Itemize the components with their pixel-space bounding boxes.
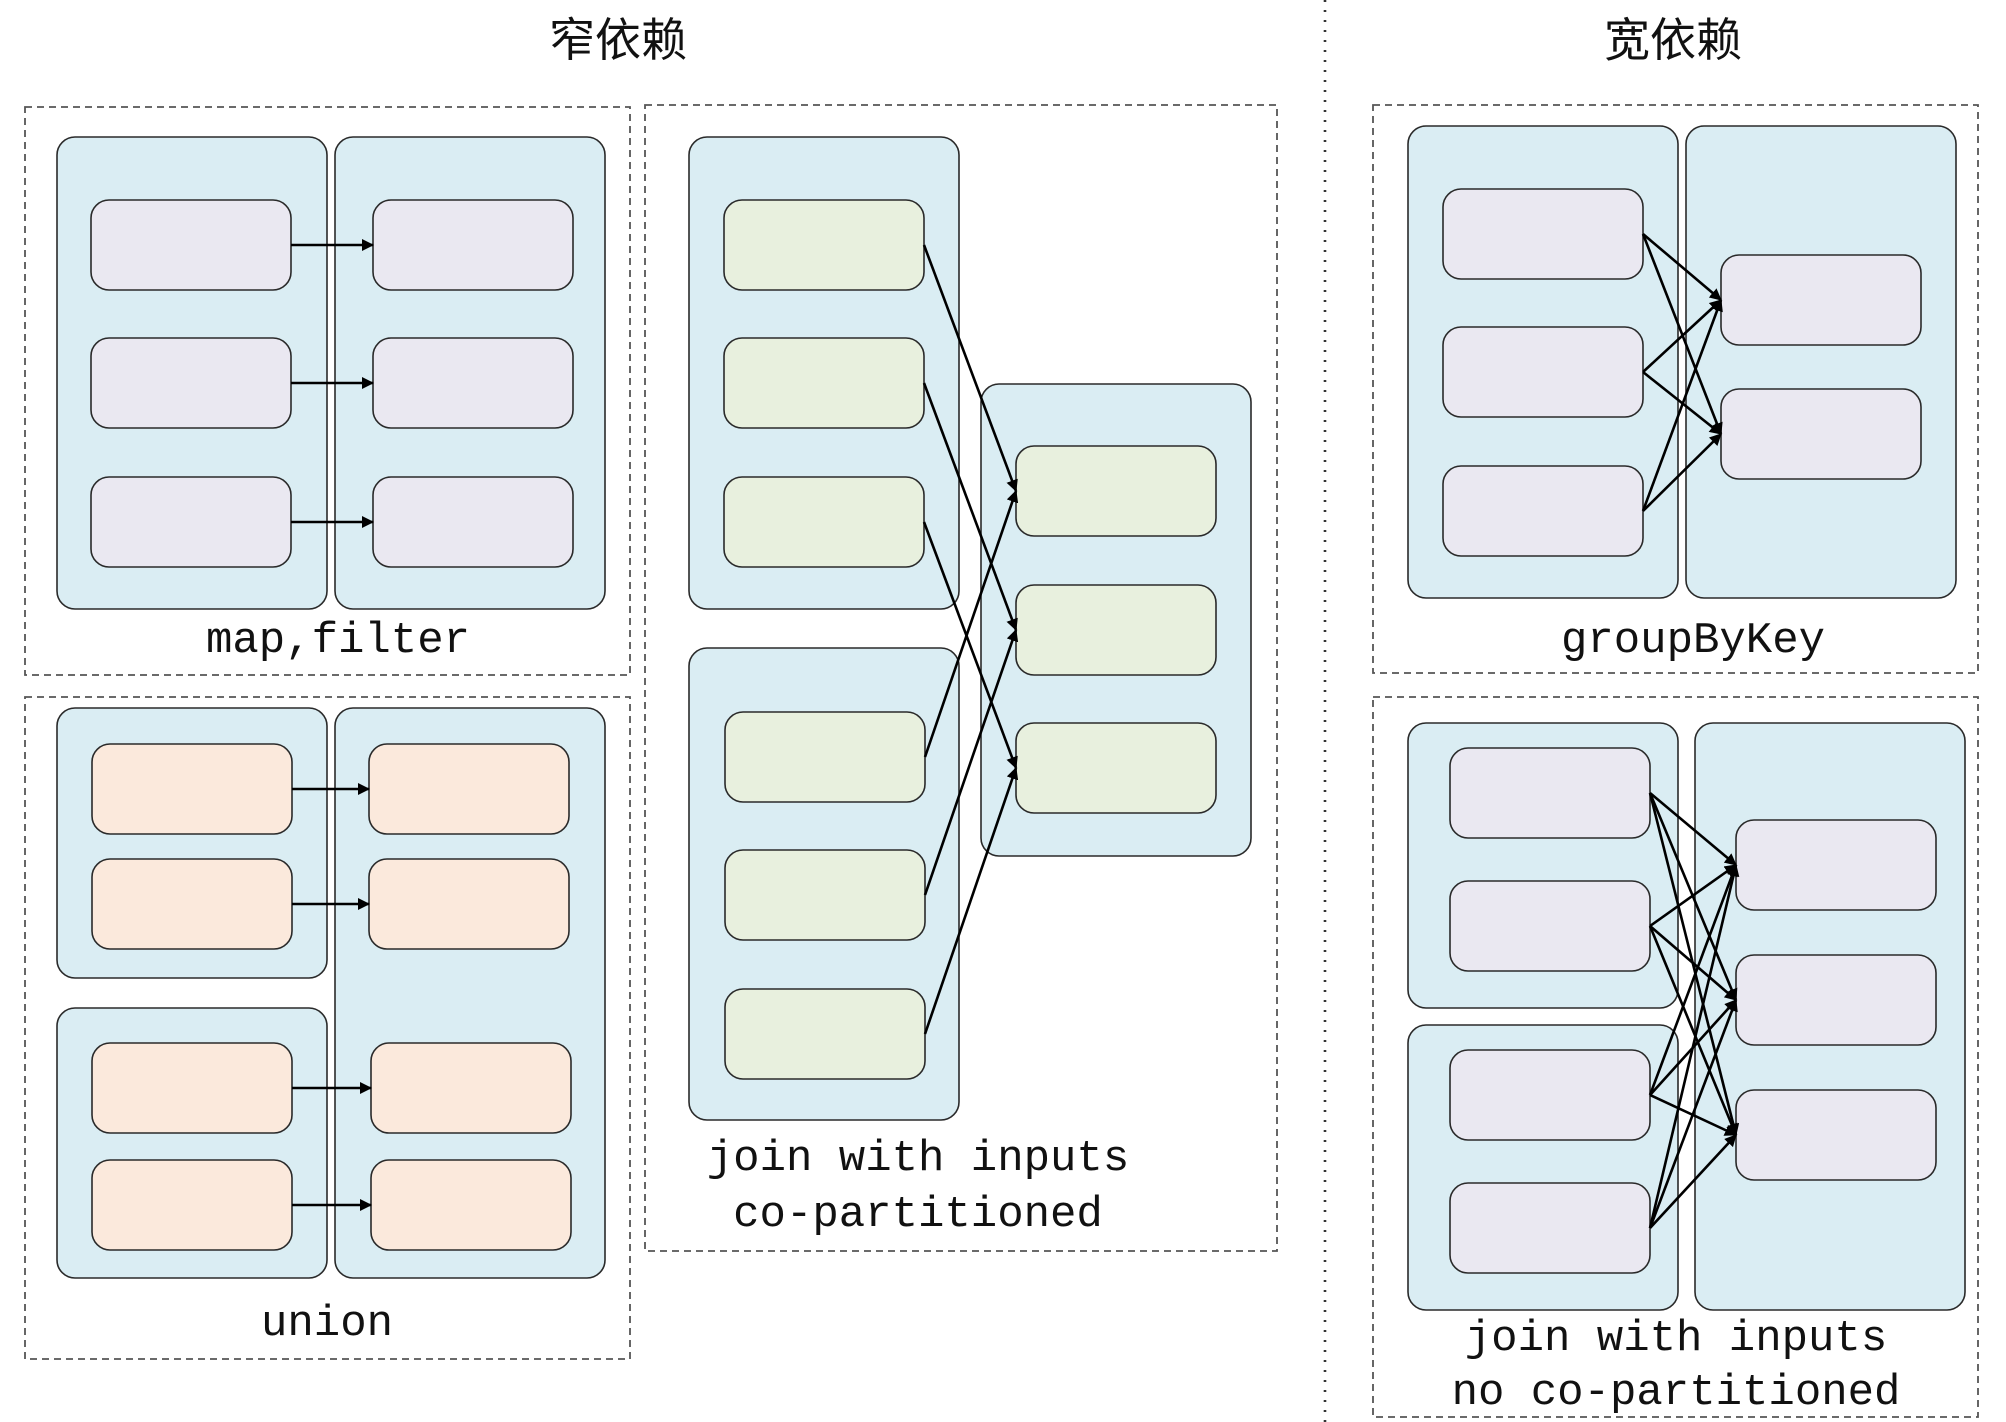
group-by-key-output-rdd <box>1685 125 1957 599</box>
group-by-key-panel: groupByKey <box>1372 104 1979 674</box>
join-nocopart-input-partition <box>1449 1182 1651 1274</box>
dependency-arrow <box>1648 925 1738 1136</box>
map-filter-input-partition <box>90 199 292 291</box>
group-by-key-frame <box>1372 104 1979 674</box>
dependency-arrow <box>922 521 1018 769</box>
dependency-arrow <box>1649 792 1737 866</box>
dependency-arrow <box>1641 233 1723 435</box>
join-copartitioned-frame <box>644 104 1278 1252</box>
narrow-dependency-heading: 窄依赖 <box>549 13 687 67</box>
group-by-key-caption: groupByKey <box>1561 616 1825 666</box>
dependency-arrow <box>923 629 1019 896</box>
map-filter-input-partition <box>90 337 292 429</box>
wide-dependency-heading: 宽依赖 <box>1604 13 1742 67</box>
dependency-arrow <box>1649 1134 1737 1229</box>
join-nocopart-input-partition <box>1449 880 1651 972</box>
union-output-partition <box>368 743 570 835</box>
join-output-partition <box>1015 445 1217 537</box>
dependency-arrow <box>1649 863 1737 928</box>
union-output-partition <box>370 1042 572 1134</box>
union-input-partition <box>91 1159 293 1251</box>
join-input-partition <box>723 337 925 429</box>
union-input-partition <box>91 858 293 950</box>
dependency-arrow <box>1642 299 1722 373</box>
join-input-partition <box>724 711 926 803</box>
union-frame <box>24 696 631 1360</box>
union-input-partition <box>91 1042 293 1134</box>
group-by-key-output-partition <box>1720 388 1922 480</box>
dependency-arrow <box>1649 925 1737 1001</box>
join-input-partition <box>724 849 926 941</box>
join-input-partition <box>724 988 926 1080</box>
group-by-key-input-partition <box>1442 326 1644 418</box>
dependency-arrow <box>1641 299 1723 512</box>
dependency-arrow <box>1642 433 1722 512</box>
join-no-copartitioned-frame <box>1372 696 1979 1418</box>
map-filter-output-partition <box>372 476 574 568</box>
join-output-partition <box>1015 584 1217 676</box>
dependency-arrow <box>923 490 1019 758</box>
dependency-arrow <box>923 767 1019 1035</box>
union-output-partition <box>368 858 570 950</box>
join-copartitioned-caption-line1: join with inputs <box>707 1134 1129 1184</box>
map-filter-frame <box>24 106 631 676</box>
union-input-partition <box>91 743 293 835</box>
join-no-copartitioned-caption-line2: no co-partitioned <box>1452 1368 1901 1418</box>
join-nocopart-output-partition <box>1735 1089 1937 1181</box>
join-no-copartitioned-panel: join with inputs no co-partitioned <box>1372 696 1979 1418</box>
join-nocopart-output-partition <box>1735 954 1937 1046</box>
dependency-arrow <box>922 244 1018 492</box>
map-filter-output-partition <box>372 199 574 291</box>
join-copartitioned-panel: join with inputs co-partitioned <box>644 104 1278 1252</box>
group-by-key-input-partition <box>1442 188 1644 280</box>
join-no-copartitioned-caption-line1: join with inputs <box>1465 1314 1887 1364</box>
dependency-arrow <box>1648 999 1738 1229</box>
dependency-arrow <box>1642 233 1722 301</box>
join-copartitioned-caption-line2: co-partitioned <box>733 1190 1103 1240</box>
union-caption: union <box>261 1299 393 1349</box>
join-nocopart-input-partition <box>1449 747 1651 839</box>
union-panel: union <box>24 696 631 1360</box>
map-filter-panel: map,filter <box>24 106 631 676</box>
map-filter-caption: map,filter <box>206 616 470 666</box>
dependency-arrow <box>1648 864 1740 1229</box>
group-by-key-input-partition <box>1442 465 1644 557</box>
join-input-partition <box>723 199 925 291</box>
dependency-arrow <box>922 382 1018 631</box>
union-output-rdd <box>334 707 606 1279</box>
group-by-key-output-partition <box>1720 254 1922 346</box>
join-nocopart-input-partition <box>1449 1049 1651 1141</box>
map-filter-input-partition <box>90 476 292 568</box>
join-nocopart-output-partition <box>1735 819 1937 911</box>
join-output-partition <box>1015 722 1217 814</box>
dependency-arrow <box>1648 864 1738 1096</box>
join-input-partition <box>723 476 925 568</box>
union-output-partition <box>370 1159 572 1251</box>
map-filter-output-partition <box>372 337 574 429</box>
